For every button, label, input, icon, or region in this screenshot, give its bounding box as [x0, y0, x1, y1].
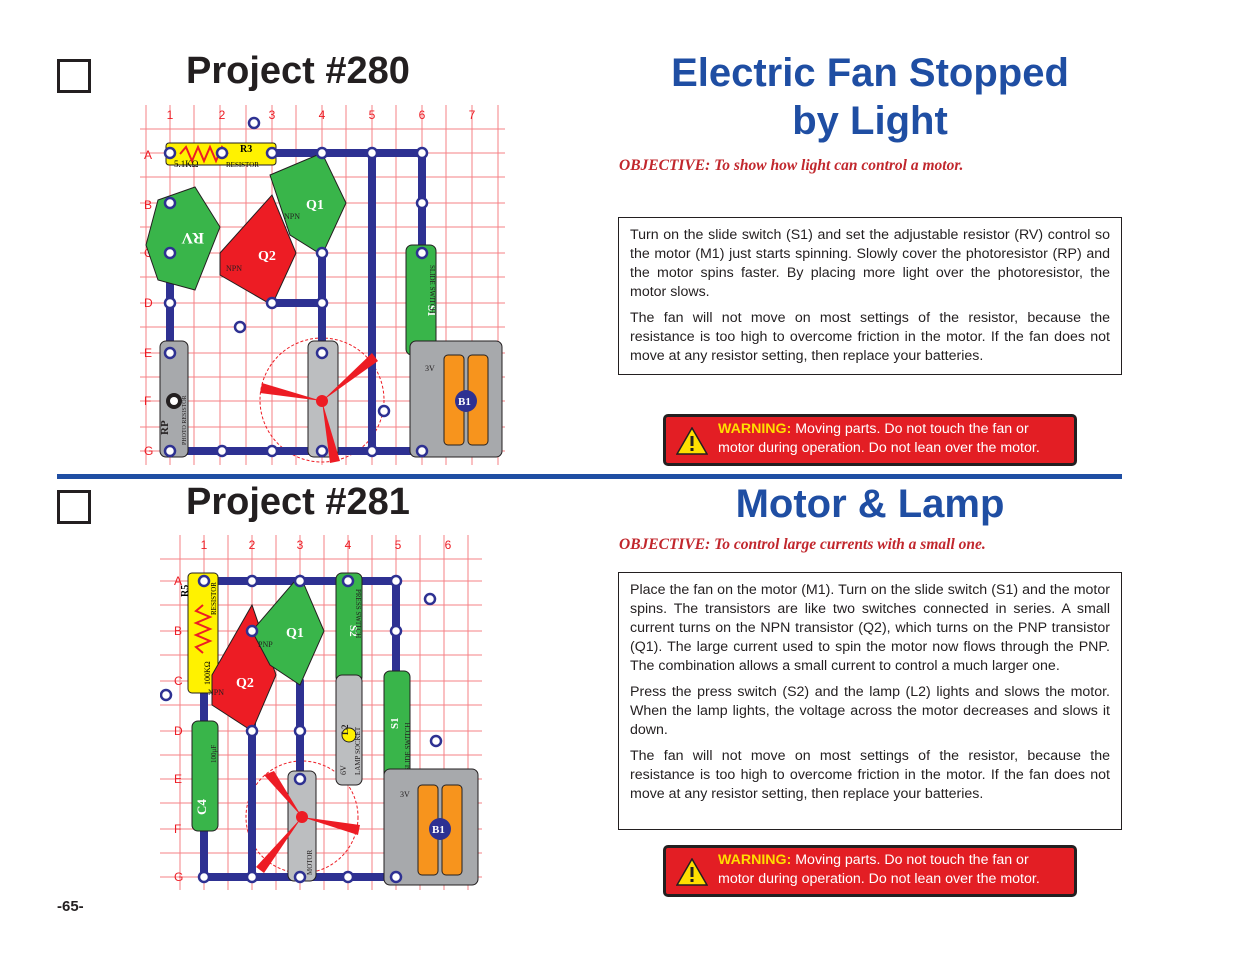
project-280-heading-line1: Electric Fan Stopped	[671, 51, 1069, 95]
project-280-circuit-diagram: 1 2 3 4 5 6 7 A B C D E F G	[140, 105, 505, 465]
instruction-paragraph: Press the press switch (S2) and the lamp…	[630, 684, 1110, 738]
grid-row-label: G	[174, 870, 183, 884]
s1-name: SLIDE SWITCH	[428, 265, 436, 313]
project-281-title: Project #281	[186, 481, 410, 523]
q1-type: NPN	[284, 212, 300, 221]
grid-row-label: E	[144, 346, 152, 360]
instruction-paragraph: Turn on the slide switch (S1) and set th…	[630, 227, 1110, 300]
r5-name: RESISTOR	[210, 582, 218, 615]
c4-label: C4	[194, 799, 209, 815]
grid-row-label: F	[174, 822, 181, 836]
project-280-checkbox[interactable]	[57, 59, 91, 93]
grid-col-label: 2	[219, 108, 226, 122]
b1-label: B1	[432, 824, 445, 836]
grid-col-label: 3	[297, 538, 304, 552]
warning-text: Moving parts. Do not touch the fan or mo…	[718, 852, 1040, 887]
q1-label: Q1	[286, 626, 304, 641]
l2-volt: 6V	[339, 765, 348, 775]
motor-label: MOTOR	[306, 850, 314, 875]
rp-label: RP	[159, 420, 171, 435]
grid-col-label: 7	[469, 108, 476, 122]
grid-row-label: B	[174, 624, 182, 638]
q2-label: Q2	[236, 676, 254, 691]
r3-label: R3	[240, 144, 252, 155]
s2-name: PRESS SWITCH	[354, 589, 362, 638]
warning-label: WARNING:	[718, 852, 792, 868]
grid-col-label: 6	[445, 538, 452, 552]
warning-label: WARNING:	[718, 421, 792, 437]
grid-col-label: 1	[201, 538, 208, 552]
project-281-heading: Motor & Lamp	[735, 482, 1005, 526]
c4-value: 100μF	[210, 745, 218, 763]
page-number: -65-	[57, 898, 84, 915]
grid-col-label: 5	[369, 108, 376, 122]
warning-text: Moving parts. Do not touch the fan or mo…	[718, 421, 1040, 456]
s1-label: S1	[425, 305, 437, 317]
s2-label: S2	[347, 625, 359, 637]
rp-name: PHOTO RESISTOR	[182, 395, 188, 445]
grid-col-label: 2	[249, 538, 256, 552]
grid-row-label: A	[174, 574, 182, 588]
grid-col-label: 5	[395, 538, 402, 552]
grid-row-label: F	[144, 394, 151, 408]
r5-label: R5	[180, 585, 191, 597]
r3-value: 5.1KΩ	[174, 159, 199, 169]
q1-label: Q1	[306, 198, 324, 213]
section-divider	[57, 474, 1122, 479]
grid-col-label: 6	[419, 108, 426, 122]
grid-col-label: 4	[345, 538, 352, 552]
project-281-warning: WARNING: Moving parts. Do not touch the …	[663, 845, 1077, 897]
warning-triangle-icon	[676, 858, 708, 886]
project-280-heading-line2: by Light	[792, 99, 948, 143]
grid-col-label: 3	[269, 108, 276, 122]
q2-type: NPN	[208, 688, 224, 697]
grid-row-label: D	[174, 724, 183, 738]
project-280-instructions: Turn on the slide switch (S1) and set th…	[618, 217, 1122, 375]
warning-triangle-icon	[676, 427, 708, 455]
instruction-paragraph: The fan will not move on most settings o…	[630, 310, 1110, 364]
r5-value: 100KΩ	[203, 661, 212, 685]
grid-row-label: B	[144, 198, 152, 212]
project-280-heading: Electric Fan Stopped by Light	[610, 49, 1130, 145]
grid-col-label: 4	[319, 108, 326, 122]
grid-row-label: A	[144, 148, 152, 162]
project-280-warning: WARNING: Moving parts. Do not touch the …	[663, 414, 1077, 466]
s1-name: SLIDE SWITCH	[404, 723, 412, 771]
grid-row-label: D	[144, 296, 153, 310]
project-281-circuit-diagram: 1 2 3 4 5 6 A B C D E F G R5 100KΩ	[160, 535, 482, 890]
fan-blades	[260, 353, 378, 463]
fan-blades	[256, 771, 360, 873]
r3-name: RESISTOR	[226, 161, 259, 169]
grid-col-label: 1	[167, 108, 174, 122]
b1-volt: 3V	[425, 364, 435, 373]
project-280-title: Project #280	[186, 50, 410, 92]
q1-type: PNP	[258, 640, 273, 649]
grid-row-label: C	[174, 674, 183, 688]
s1-label: S1	[389, 717, 401, 729]
l2-name: LAMP SOCKET	[354, 726, 362, 775]
rv-label: RV	[181, 229, 204, 246]
b1-volt: 3V	[400, 790, 410, 799]
b1-label: B1	[458, 396, 471, 408]
q2-type: NPN	[226, 264, 242, 273]
project-280-objective: OBJECTIVE: To show how light can control…	[619, 157, 964, 174]
project-281-instructions: Place the fan on the motor (M1). Turn on…	[618, 572, 1122, 830]
project-281-objective: OBJECTIVE: To control large currents wit…	[619, 536, 986, 553]
l2-label: L2	[340, 724, 350, 735]
project-281-checkbox[interactable]	[57, 490, 91, 524]
instruction-paragraph: The fan will not move on most settings o…	[630, 748, 1110, 802]
grid-row-label: E	[174, 772, 182, 786]
q2-label: Q2	[258, 249, 276, 264]
instruction-paragraph: Place the fan on the motor (M1). Turn on…	[630, 582, 1110, 674]
grid-row-label: G	[144, 444, 153, 458]
